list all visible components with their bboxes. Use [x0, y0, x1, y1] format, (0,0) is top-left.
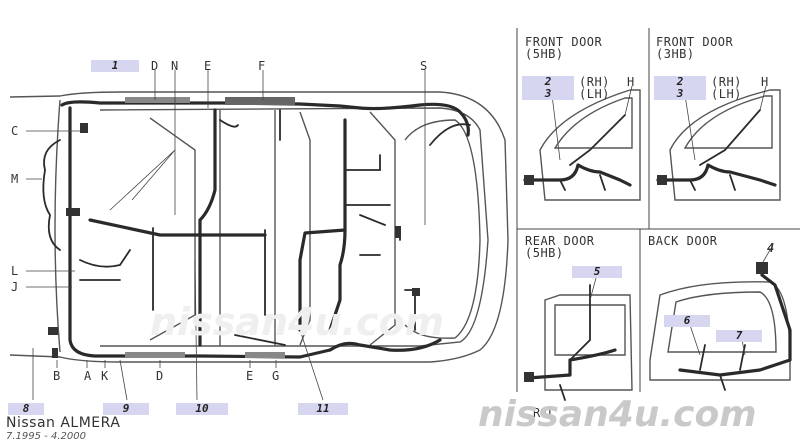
front-door-3hb-h: H: [761, 75, 769, 89]
callout-S: S: [420, 59, 428, 73]
rear-door-callout-Q: Q: [544, 406, 552, 420]
callout-J: J: [11, 280, 19, 294]
rear-door-title: REAR DOOR: [525, 234, 595, 248]
back-door-callout-6: 6: [664, 315, 710, 327]
front-door-3hb-rh: (RH): [711, 75, 742, 89]
front-door-5hb-title: FRONT DOOR: [525, 35, 603, 49]
callout-B: B: [53, 369, 61, 383]
front-door-5hb-lh: (LH): [579, 87, 610, 101]
front-door-5hb-callout-3: 3: [522, 88, 574, 100]
front-door-3hb-sub: (3HB): [656, 47, 695, 61]
watermark: nissan4u.com: [478, 394, 757, 435]
callout-K: K: [101, 369, 109, 383]
footer-dates: 7.1995 - 4.2000: [6, 431, 86, 442]
back-door-title: BACK DOOR: [648, 234, 718, 248]
callout-F: F: [258, 59, 266, 73]
callout-E-top: E: [204, 59, 212, 73]
callout-M: M: [11, 172, 19, 186]
callout-A: A: [84, 369, 92, 383]
callout-G: G: [272, 369, 280, 383]
callout-8: 8: [8, 403, 44, 415]
front-door-5hb-callout-2: 2: [522, 76, 574, 88]
callout-1: 1: [91, 60, 139, 72]
front-door-3hb-lh: (LH): [711, 87, 742, 101]
rear-door-sub: (5HB): [525, 246, 564, 260]
front-door-5hb-h: H: [627, 75, 635, 89]
callout-D-bottom: D: [156, 369, 164, 383]
callout-9: 9: [103, 403, 149, 415]
callout-D-top: D: [151, 59, 159, 73]
callout-11: 11: [298, 403, 348, 415]
callout-E-bottom: E: [246, 369, 254, 383]
front-door-5hb-rh: (RH): [579, 75, 610, 89]
front-door-3hb-callout-3: 3: [654, 88, 706, 100]
front-door-5hb-sub: (5HB): [525, 47, 564, 61]
watermark-mid: nissan4u.com: [150, 300, 445, 344]
callout-C: C: [11, 124, 19, 138]
callout-10: 10: [176, 403, 228, 415]
footer-brand: Nissan ALMERA: [6, 415, 121, 431]
front-door-3hb-callout-2: 2: [654, 76, 706, 88]
callout-N: N: [171, 59, 179, 73]
rear-door-callout-5: 5: [572, 266, 622, 278]
front-door-3hb-title: FRONT DOOR: [656, 35, 734, 49]
callout-L: L: [11, 264, 19, 278]
back-door-callout-4: 4: [767, 241, 775, 255]
back-door-callout-7: 7: [716, 330, 762, 342]
rear-door-callout-R: R: [533, 406, 541, 420]
